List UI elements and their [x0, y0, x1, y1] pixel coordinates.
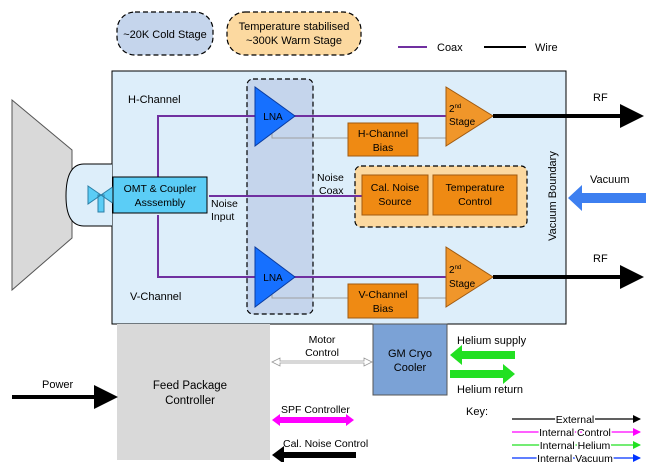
power-label: Power — [42, 379, 74, 391]
key-legend: Key: External Internal Control Internal … — [466, 406, 641, 462]
vacuum-arrow — [568, 185, 646, 211]
wire-legend-label: Wire — [535, 42, 558, 54]
noise-coax-label-1: Noise — [317, 172, 344, 184]
gm-cryo-cooler-label-1: GM Cryo — [388, 348, 432, 360]
v-channel-bias-label-1: V-Channel — [358, 289, 407, 301]
cold-stage-legend-box — [116, 11, 214, 56]
h-lna-triangle — [254, 86, 296, 147]
v-stage-sup: nd — [455, 265, 462, 271]
cal-noise-control-label: Cal. Noise Control — [283, 438, 368, 450]
omt-coupler-label-2: Asssembly — [135, 197, 187, 209]
h-lna-label: LNA — [263, 112, 283, 123]
helium-return-label: Helium return — [457, 384, 523, 396]
temperature-control-label-1: Temperature — [446, 182, 505, 194]
v-lna-triangle — [254, 246, 296, 308]
h-stage-sup: nd — [455, 104, 462, 110]
feed-package-controller-label-2: Controller — [165, 395, 215, 407]
omt-coupler-box — [112, 176, 208, 214]
warm-stage-legend-label-2: ~300K Warm Stage — [246, 35, 342, 47]
spf-controller-arrow — [272, 414, 354, 426]
gm-cryo-cooler-box — [372, 323, 448, 396]
feed-horn — [11, 98, 73, 292]
cal-noise-control-arrow — [272, 446, 356, 462]
v-channel-bias-label-2: Bias — [373, 303, 393, 315]
rf-out-top-label: RF — [593, 92, 608, 104]
motor-control-label-1: Motor — [309, 334, 336, 346]
v-lna-label: LNA — [263, 273, 283, 284]
h-2nd-stage-triangle — [445, 86, 494, 147]
v-2nd-stage-label-2: Stage — [449, 279, 476, 290]
h-channel-coax — [157, 115, 255, 181]
vacuum-boundary-label: Vacuum Boundary — [547, 151, 559, 241]
h-2nd-stage-label-1: 2nd — [449, 104, 461, 115]
gm-cryo-cooler-label-2: Cooler — [394, 362, 427, 374]
cal-noise-source-label-1: Cal. Noise — [371, 182, 420, 194]
v-2nd-stage: 2nd Stage — [445, 246, 494, 308]
cal-noise-source-label-2: Source — [378, 196, 411, 208]
warm-stage-legend-box — [226, 11, 362, 56]
helium-return-arrow — [450, 364, 515, 384]
spf-controller-label: SPF Controller — [281, 404, 350, 416]
warm-stage-legend-label-1: Temperature stabilised — [239, 21, 350, 33]
rf-out-bottom-label: RF — [593, 253, 608, 265]
motor-control-label-2: Control — [305, 347, 339, 359]
v-channel-bias-box — [347, 283, 419, 319]
h-channel-label: H-Channel — [128, 94, 181, 106]
cal-noise-source-box — [361, 174, 429, 216]
h-stage-number: 2 — [449, 104, 455, 115]
key-title: Key: — [466, 406, 488, 418]
noise-coax-label-2: Coax — [319, 185, 344, 197]
legend-top: ~20K Cold Stage Temperature stabilised ~… — [116, 11, 558, 56]
temperature-control-box — [432, 174, 518, 216]
v-channel-label: V-Channel — [130, 291, 181, 303]
v-2nd-stage-label-1: 2nd — [449, 265, 461, 276]
v-2nd-stage-triangle — [445, 246, 494, 308]
v-lna: LNA — [254, 246, 296, 308]
coax-legend-label: Coax — [437, 42, 463, 54]
coax-lines — [157, 115, 446, 278]
key-label-internal-control: Internal Control — [539, 427, 611, 439]
noise-input-label-2: Input — [211, 211, 234, 223]
feed-package-controller-box — [117, 324, 270, 460]
key-label-internal-vacuum: Internal Vacuum — [537, 453, 613, 462]
key-label-external: External — [556, 414, 595, 426]
temperature-control-label-2: Control — [458, 196, 492, 208]
h-channel-bias-box — [347, 122, 419, 157]
key-label-internal-helium: Internal Helium — [540, 440, 611, 452]
h-2nd-stage: 2nd Stage — [445, 86, 494, 147]
feed-package-controller-label-1: Feed Package — [153, 380, 227, 392]
v-stage-number: 2 — [449, 265, 455, 276]
motor-control-arrow — [271, 357, 373, 367]
h-channel-bias-label-2: Bias — [373, 142, 393, 154]
helium-supply-arrow — [450, 345, 515, 365]
helium-supply-label: Helium supply — [457, 335, 527, 347]
h-2nd-stage-label-2: Stage — [449, 117, 476, 128]
cold-stage-legend-label: ~20K Cold Stage — [123, 29, 206, 41]
v-channel-coax — [157, 215, 255, 278]
omt-coupler-label-1: OMT & Coupler — [124, 183, 197, 195]
noise-input-label-1: Noise — [211, 198, 238, 210]
h-channel-bias-label-1: H-Channel — [358, 128, 408, 140]
vacuum-label: Vacuum — [590, 174, 630, 186]
h-lna: LNA — [254, 86, 296, 147]
